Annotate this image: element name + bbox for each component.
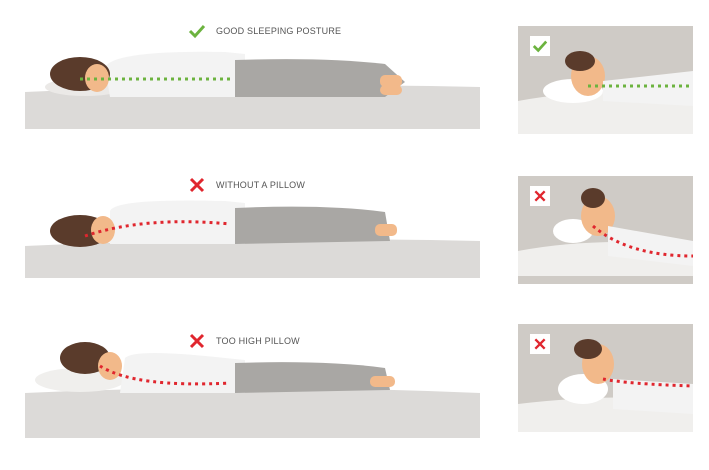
cross-badge <box>530 334 550 354</box>
row-without-pillow: WITHOUT A PILLOW <box>0 176 709 316</box>
thumbnail-too-high-pillow <box>518 324 693 432</box>
side-sleeping-figure-good <box>25 51 480 129</box>
label-text: TOO HIGH PILLOW <box>216 336 300 346</box>
row-good-posture: GOOD SLEEPING POSTURE <box>0 22 709 162</box>
posture-label: GOOD SLEEPING POSTURE <box>188 22 341 40</box>
row-too-high-pillow: TOO HIGH PILLOW <box>0 324 709 470</box>
posture-label: TOO HIGH PILLOW <box>188 332 300 350</box>
side-sleeping-figure-high-pillow <box>25 342 480 438</box>
side-sleeping-figure-no-pillow <box>25 200 480 278</box>
check-icon <box>188 24 206 39</box>
thumbnail-good-posture <box>518 26 693 134</box>
posture-label: WITHOUT A PILLOW <box>188 176 305 194</box>
cross-icon <box>189 177 205 193</box>
check-icon <box>532 40 548 53</box>
label-text: GOOD SLEEPING POSTURE <box>216 26 342 36</box>
thumbnail-without-pillow <box>518 176 693 284</box>
cross-badge <box>530 186 550 206</box>
cross-icon <box>189 333 205 349</box>
label-text: WITHOUT A PILLOW <box>216 180 306 190</box>
cross-icon <box>534 338 546 350</box>
check-badge <box>530 36 550 56</box>
cross-icon <box>534 190 546 202</box>
